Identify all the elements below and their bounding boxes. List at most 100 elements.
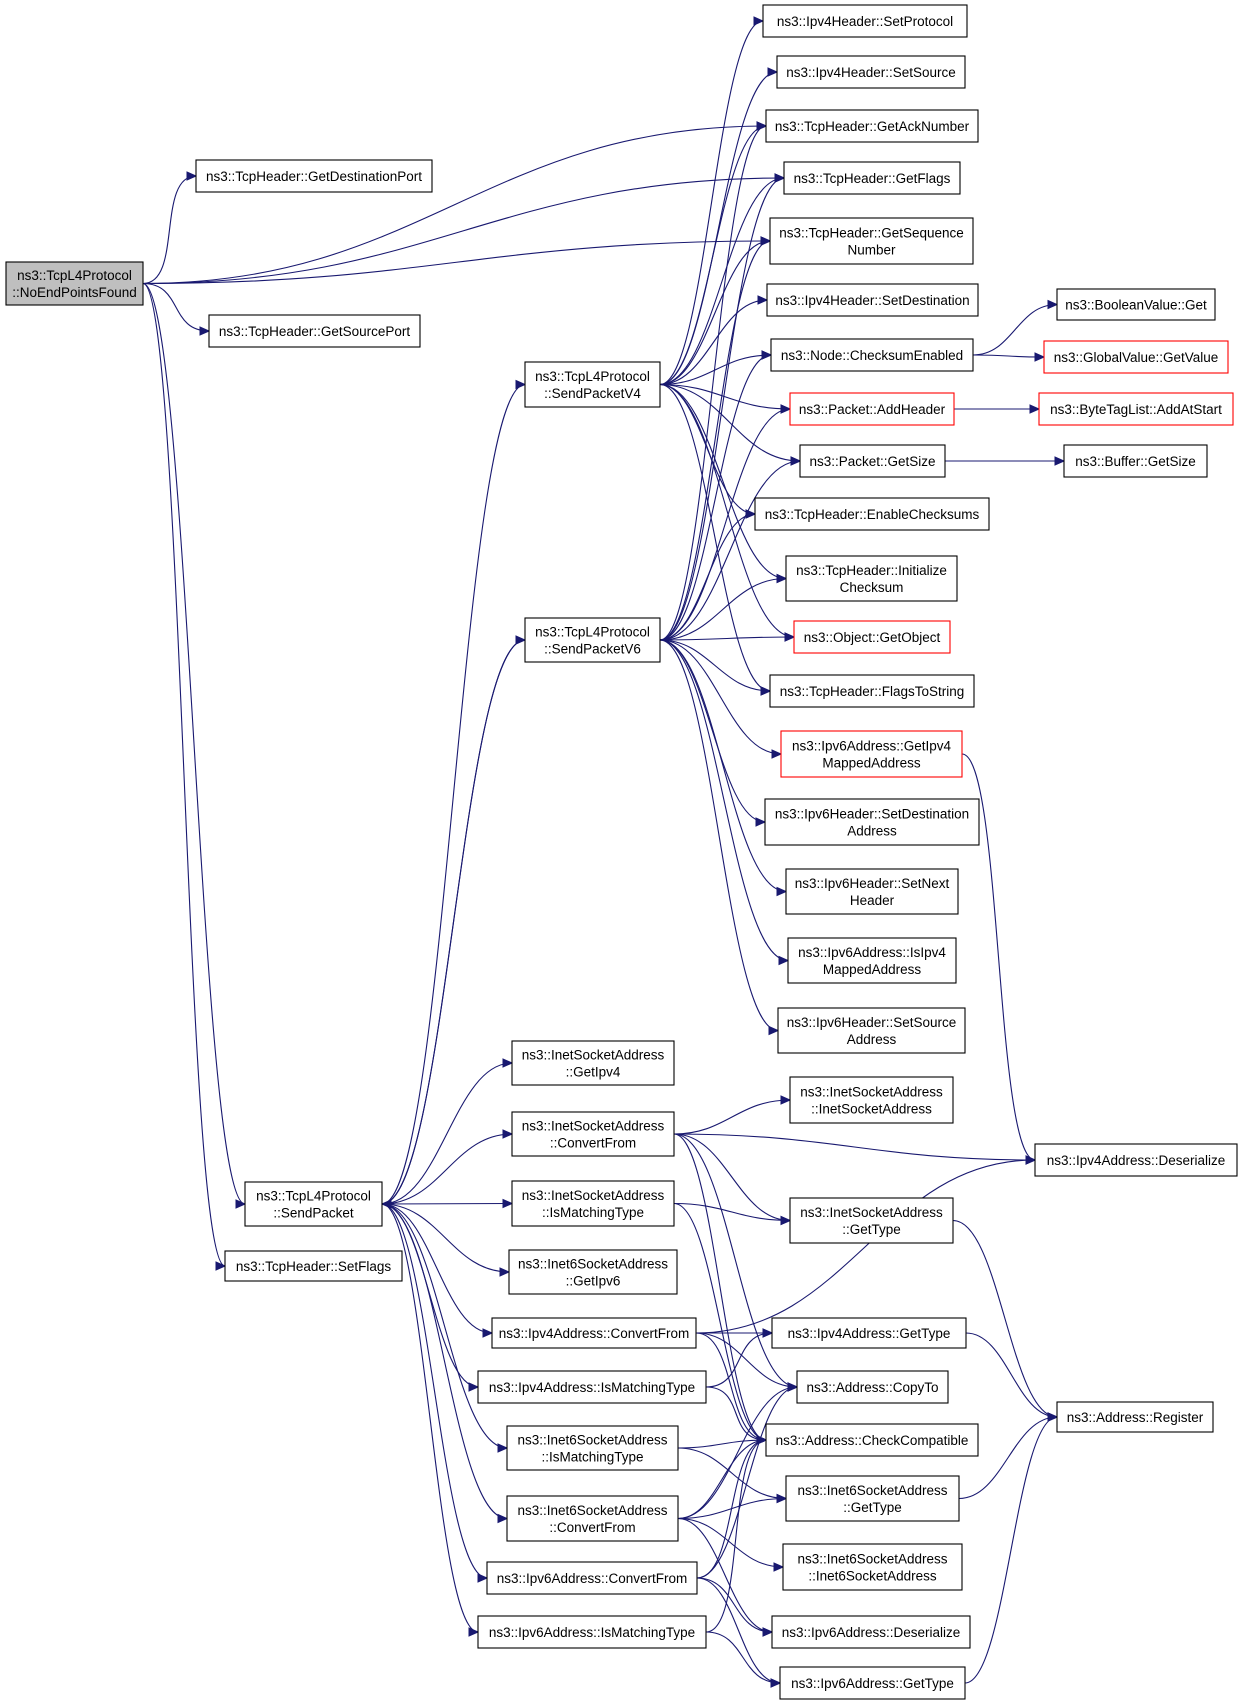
- node-ipv6Deserialize[interactable]: ns3::Ipv6Address::Deserialize: [771, 1615, 971, 1649]
- node-inetConvertFrom[interactable]: ns3::InetSocketAddress::ConvertFrom: [511, 1111, 675, 1157]
- node-packetGetSize[interactable]: ns3::Packet::GetSize: [799, 444, 946, 478]
- node-ipv6GetType[interactable]: ns3::Ipv6Address::GetType: [779, 1666, 966, 1700]
- node-ipv4SetDest[interactable]: ns3::Ipv4Header::SetDestination: [766, 283, 979, 317]
- node-box: [762, 4, 968, 38]
- node-ipv4GetType[interactable]: ns3::Ipv4Address::GetType: [771, 1317, 967, 1349]
- node-label: ns3::Inet6SocketAddress: [517, 1503, 667, 1518]
- node-label: ns3::Inet6SocketAddress: [797, 1552, 947, 1567]
- node-label: ns3::InetSocketAddress: [522, 1119, 665, 1134]
- node-addrRegister[interactable]: ns3::Address::Register: [1056, 1401, 1214, 1433]
- node-label: ::ConvertFrom: [550, 1136, 636, 1151]
- node-box: [1056, 288, 1216, 321]
- edge-sendV4-to-ipv4SetProtocol: [659, 16, 765, 386]
- node-getObject[interactable]: ns3::Object::GetObject: [793, 620, 951, 654]
- edge-sendV6-to-sendPacket: [380, 639, 526, 1209]
- node-label: Address: [847, 1032, 897, 1047]
- node-box: [783, 161, 961, 195]
- edge-inet6ConvertFrom-to-addrCheckCompat: [677, 1435, 768, 1520]
- edge-sendPacket-to-inetConvertFrom: [381, 1129, 514, 1205]
- node-ipv4SetSource[interactable]: ns3::Ipv4Header::SetSource: [776, 55, 966, 89]
- node-label: ns3::TcpHeader::GetDestinationPort: [206, 169, 422, 184]
- node-label: ::GetIpv4: [566, 1065, 621, 1080]
- node-box: [524, 617, 661, 663]
- node-inet6Ctor[interactable]: ns3::Inet6SocketAddress::Inet6SocketAddr…: [782, 1543, 963, 1591]
- node-box: [195, 159, 433, 193]
- edge-root-to-sendPacket: [142, 282, 247, 1209]
- node-sendV4[interactable]: ns3::TcpL4Protocol::SendPacketV4: [524, 361, 661, 408]
- node-addrCopyTo[interactable]: ns3::Address::CopyTo: [796, 1370, 949, 1404]
- node-inetGetIpv4[interactable]: ns3::InetSocketAddress::GetIpv4: [511, 1040, 675, 1086]
- node-label: ns3::GlobalValue::GetValue: [1054, 350, 1219, 365]
- node-getAck[interactable]: ns3::TcpHeader::GetAckNumber: [765, 109, 979, 143]
- node-setFlags[interactable]: ns3::TcpHeader::SetFlags: [224, 1250, 403, 1282]
- node-inet6IsMatching[interactable]: ns3::Inet6SocketAddress::IsMatchingType: [506, 1425, 679, 1471]
- edge-sendPacket-to-inetIsMatching: [381, 1198, 514, 1209]
- edge-sendV4-to-enableChecksums: [659, 383, 757, 519]
- node-label: ns3::Ipv4Address::IsMatchingType: [489, 1380, 695, 1395]
- node-label: ns3::Ipv4Header::SetProtocol: [777, 14, 953, 29]
- node-label: ns3::TcpHeader::FlagsToString: [780, 684, 965, 699]
- node-label: ns3::Ipv6Address::GetIpv4: [792, 739, 952, 754]
- node-ipv4IsMatching[interactable]: ns3::Ipv4Address::IsMatchingType: [477, 1370, 707, 1404]
- edge-sendPacket-to-inet6ConvertFrom: [381, 1203, 509, 1524]
- edge-checksumEnabled-to-boolGet: [972, 299, 1059, 356]
- node-globalGetValue[interactable]: ns3::GlobalValue::GetValue: [1043, 340, 1229, 374]
- node-inet6GetType[interactable]: ns3::Inet6SocketAddress::GetType: [785, 1475, 960, 1522]
- node-ipv4Deserialize[interactable]: ns3::Ipv4Address::Deserialize: [1034, 1143, 1238, 1177]
- node-root[interactable]: ns3::TcpL4Protocol::NoEndPointsFound: [5, 261, 144, 306]
- edge-ipv4ConvertFrom-to-ipv4GetType: [696, 1328, 774, 1338]
- node-boolGet[interactable]: ns3::BooleanValue::Get: [1056, 288, 1216, 321]
- node-inet6ConvertFrom[interactable]: ns3::Inet6SocketAddress::ConvertFrom: [506, 1495, 679, 1542]
- node-addrCheckCompat[interactable]: ns3::Address::CheckCompatible: [765, 1423, 979, 1457]
- node-label: ns3::TcpHeader::EnableChecksums: [765, 507, 980, 522]
- node-flagsToString[interactable]: ns3::TcpHeader::FlagsToString: [769, 674, 975, 708]
- node-ipv6IsMatching[interactable]: ns3::Ipv6Address::IsMatchingType: [477, 1615, 707, 1649]
- node-enableChecksums[interactable]: ns3::TcpHeader::EnableChecksums: [754, 497, 990, 531]
- node-label: ::NoEndPointsFound: [12, 285, 137, 300]
- node-ipv4SetProtocol[interactable]: ns3::Ipv4Header::SetProtocol: [762, 4, 968, 38]
- edge-sendV6-to-flagsToString: [659, 639, 772, 696]
- node-box: [224, 1250, 403, 1282]
- node-getFlags[interactable]: ns3::TcpHeader::GetFlags: [783, 161, 961, 195]
- node-inet6GetIpv6[interactable]: ns3::Inet6SocketAddress::GetIpv6: [508, 1249, 678, 1295]
- edge-sendPacket-to-ipv6ConvertFrom: [381, 1203, 489, 1583]
- node-addHeader[interactable]: ns3::Packet::AddHeader: [789, 392, 955, 426]
- node-getSrcPort[interactable]: ns3::TcpHeader::GetSourcePort: [208, 314, 421, 348]
- edge-sendV6-to-initChecksum: [659, 573, 788, 641]
- node-ipv6ConvertFrom[interactable]: ns3::Ipv6Address::ConvertFrom: [486, 1561, 698, 1595]
- edge-sendV6-to-getFlags: [659, 173, 786, 641]
- edge-root-to-setFlags: [142, 282, 227, 1271]
- node-getDestPort[interactable]: ns3::TcpHeader::GetDestinationPort: [195, 159, 433, 193]
- node-inetIsMatching[interactable]: ns3::InetSocketAddress::IsMatchingType: [511, 1180, 675, 1227]
- node-ipv4ConvertFrom[interactable]: ns3::Ipv4Address::ConvertFrom: [491, 1317, 697, 1349]
- node-label: ns3::TcpL4Protocol: [256, 1189, 371, 1204]
- node-bufferGetSize[interactable]: ns3::Buffer::GetSize: [1063, 444, 1208, 478]
- node-sendPacket[interactable]: ns3::TcpL4Protocol::SendPacket: [244, 1181, 383, 1227]
- node-checksumEnabled[interactable]: ns3::Node::ChecksumEnabled: [770, 338, 974, 372]
- node-box: [511, 1111, 675, 1157]
- node-box: [777, 1007, 966, 1054]
- node-label: ns3::ByteTagList::AddAtStart: [1050, 402, 1222, 417]
- edge-inetConvertFrom-to-ipv4Deserialize: [673, 1133, 1037, 1165]
- edge-sendPacket-to-sendV4: [381, 379, 527, 1205]
- node-box: [764, 798, 980, 846]
- node-box: [793, 620, 951, 654]
- node-sendV6[interactable]: ns3::TcpL4Protocol::SendPacketV6: [524, 617, 661, 663]
- node-label: ns3::TcpHeader::GetSourcePort: [219, 324, 411, 339]
- node-label: ns3::Ipv6Address::Deserialize: [782, 1625, 961, 1640]
- node-inetCtor[interactable]: ns3::InetSocketAddress::InetSocketAddres…: [789, 1076, 954, 1124]
- node-inetGetType[interactable]: ns3::InetSocketAddress::GetType: [789, 1197, 954, 1244]
- edge-inetConvertFrom-to-addrCopyTo: [673, 1133, 799, 1392]
- node-box: [1043, 340, 1229, 374]
- node-label: ::GetIpv6: [566, 1274, 621, 1289]
- edge-sendV4-to-ipv4SetDest: [659, 295, 769, 386]
- node-box: [770, 338, 974, 372]
- node-byteTagAddAtStart[interactable]: ns3::ByteTagList::AddAtStart: [1038, 392, 1234, 426]
